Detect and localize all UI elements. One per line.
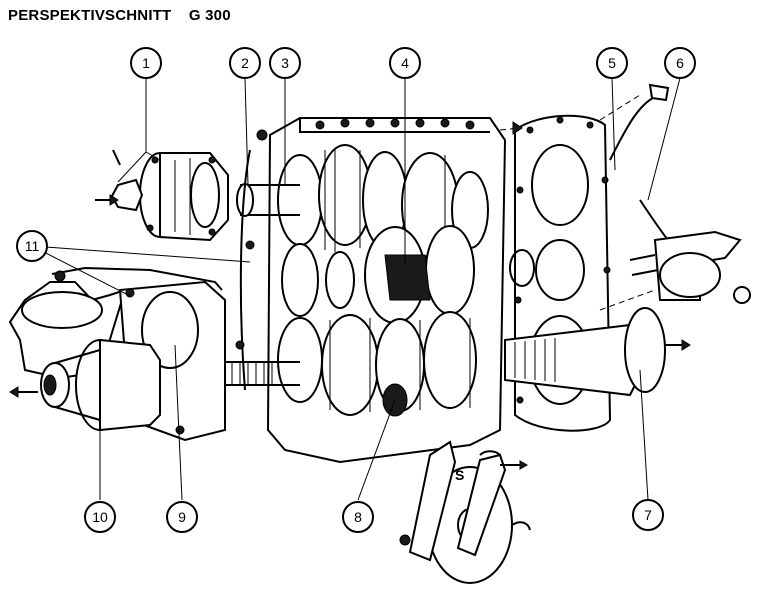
svg-text:7: 7 [644,507,652,523]
callout-11: 11 [16,230,48,262]
callout-5: 5 [596,47,628,79]
left-cover-gasket [235,129,268,391]
svg-text:10: 10 [92,509,108,525]
callout-4: 4 [389,47,421,79]
middle-gear-train [281,225,475,324]
shift-fork-assembly [399,440,531,584]
svg-text:5: 5 [608,55,616,71]
svg-text:6: 6 [676,55,684,71]
callout-3: 3 [269,47,301,79]
callout-leader-lines [31,77,681,501]
svg-text:3: 3 [281,55,289,71]
svg-text:1: 1 [142,55,150,71]
left-drive-assembly [8,266,226,442]
svg-text:2: 2 [241,55,249,71]
main-gear-housing [225,117,507,464]
svg-text:11: 11 [25,238,40,254]
svg-text:8: 8 [354,509,362,525]
input-flange [95,149,229,242]
diagram-title: PERSPEKTIVSCHNITT G 300 [8,7,231,24]
callout-9: 9 [166,501,198,533]
exploded-view-dashed-lines [499,94,656,311]
upper-gear-train [277,144,489,258]
svg-text:4: 4 [401,55,409,71]
callout-7: 7 [632,499,664,531]
shift-lever-bracket [609,83,751,304]
callout-1: 1 [130,47,162,79]
callout-10: 10 [84,501,116,533]
callout-8: 8 [342,501,374,533]
svg-text:9: 9 [178,509,186,525]
callout-markers: 1 2 3 4 5 6 7 8 9 10 11 [16,47,696,533]
housing-top-bolts [315,118,475,130]
callout-2: 2 [229,47,261,79]
shift-direction-mark: S [455,467,464,483]
callout-6: 6 [664,47,696,79]
